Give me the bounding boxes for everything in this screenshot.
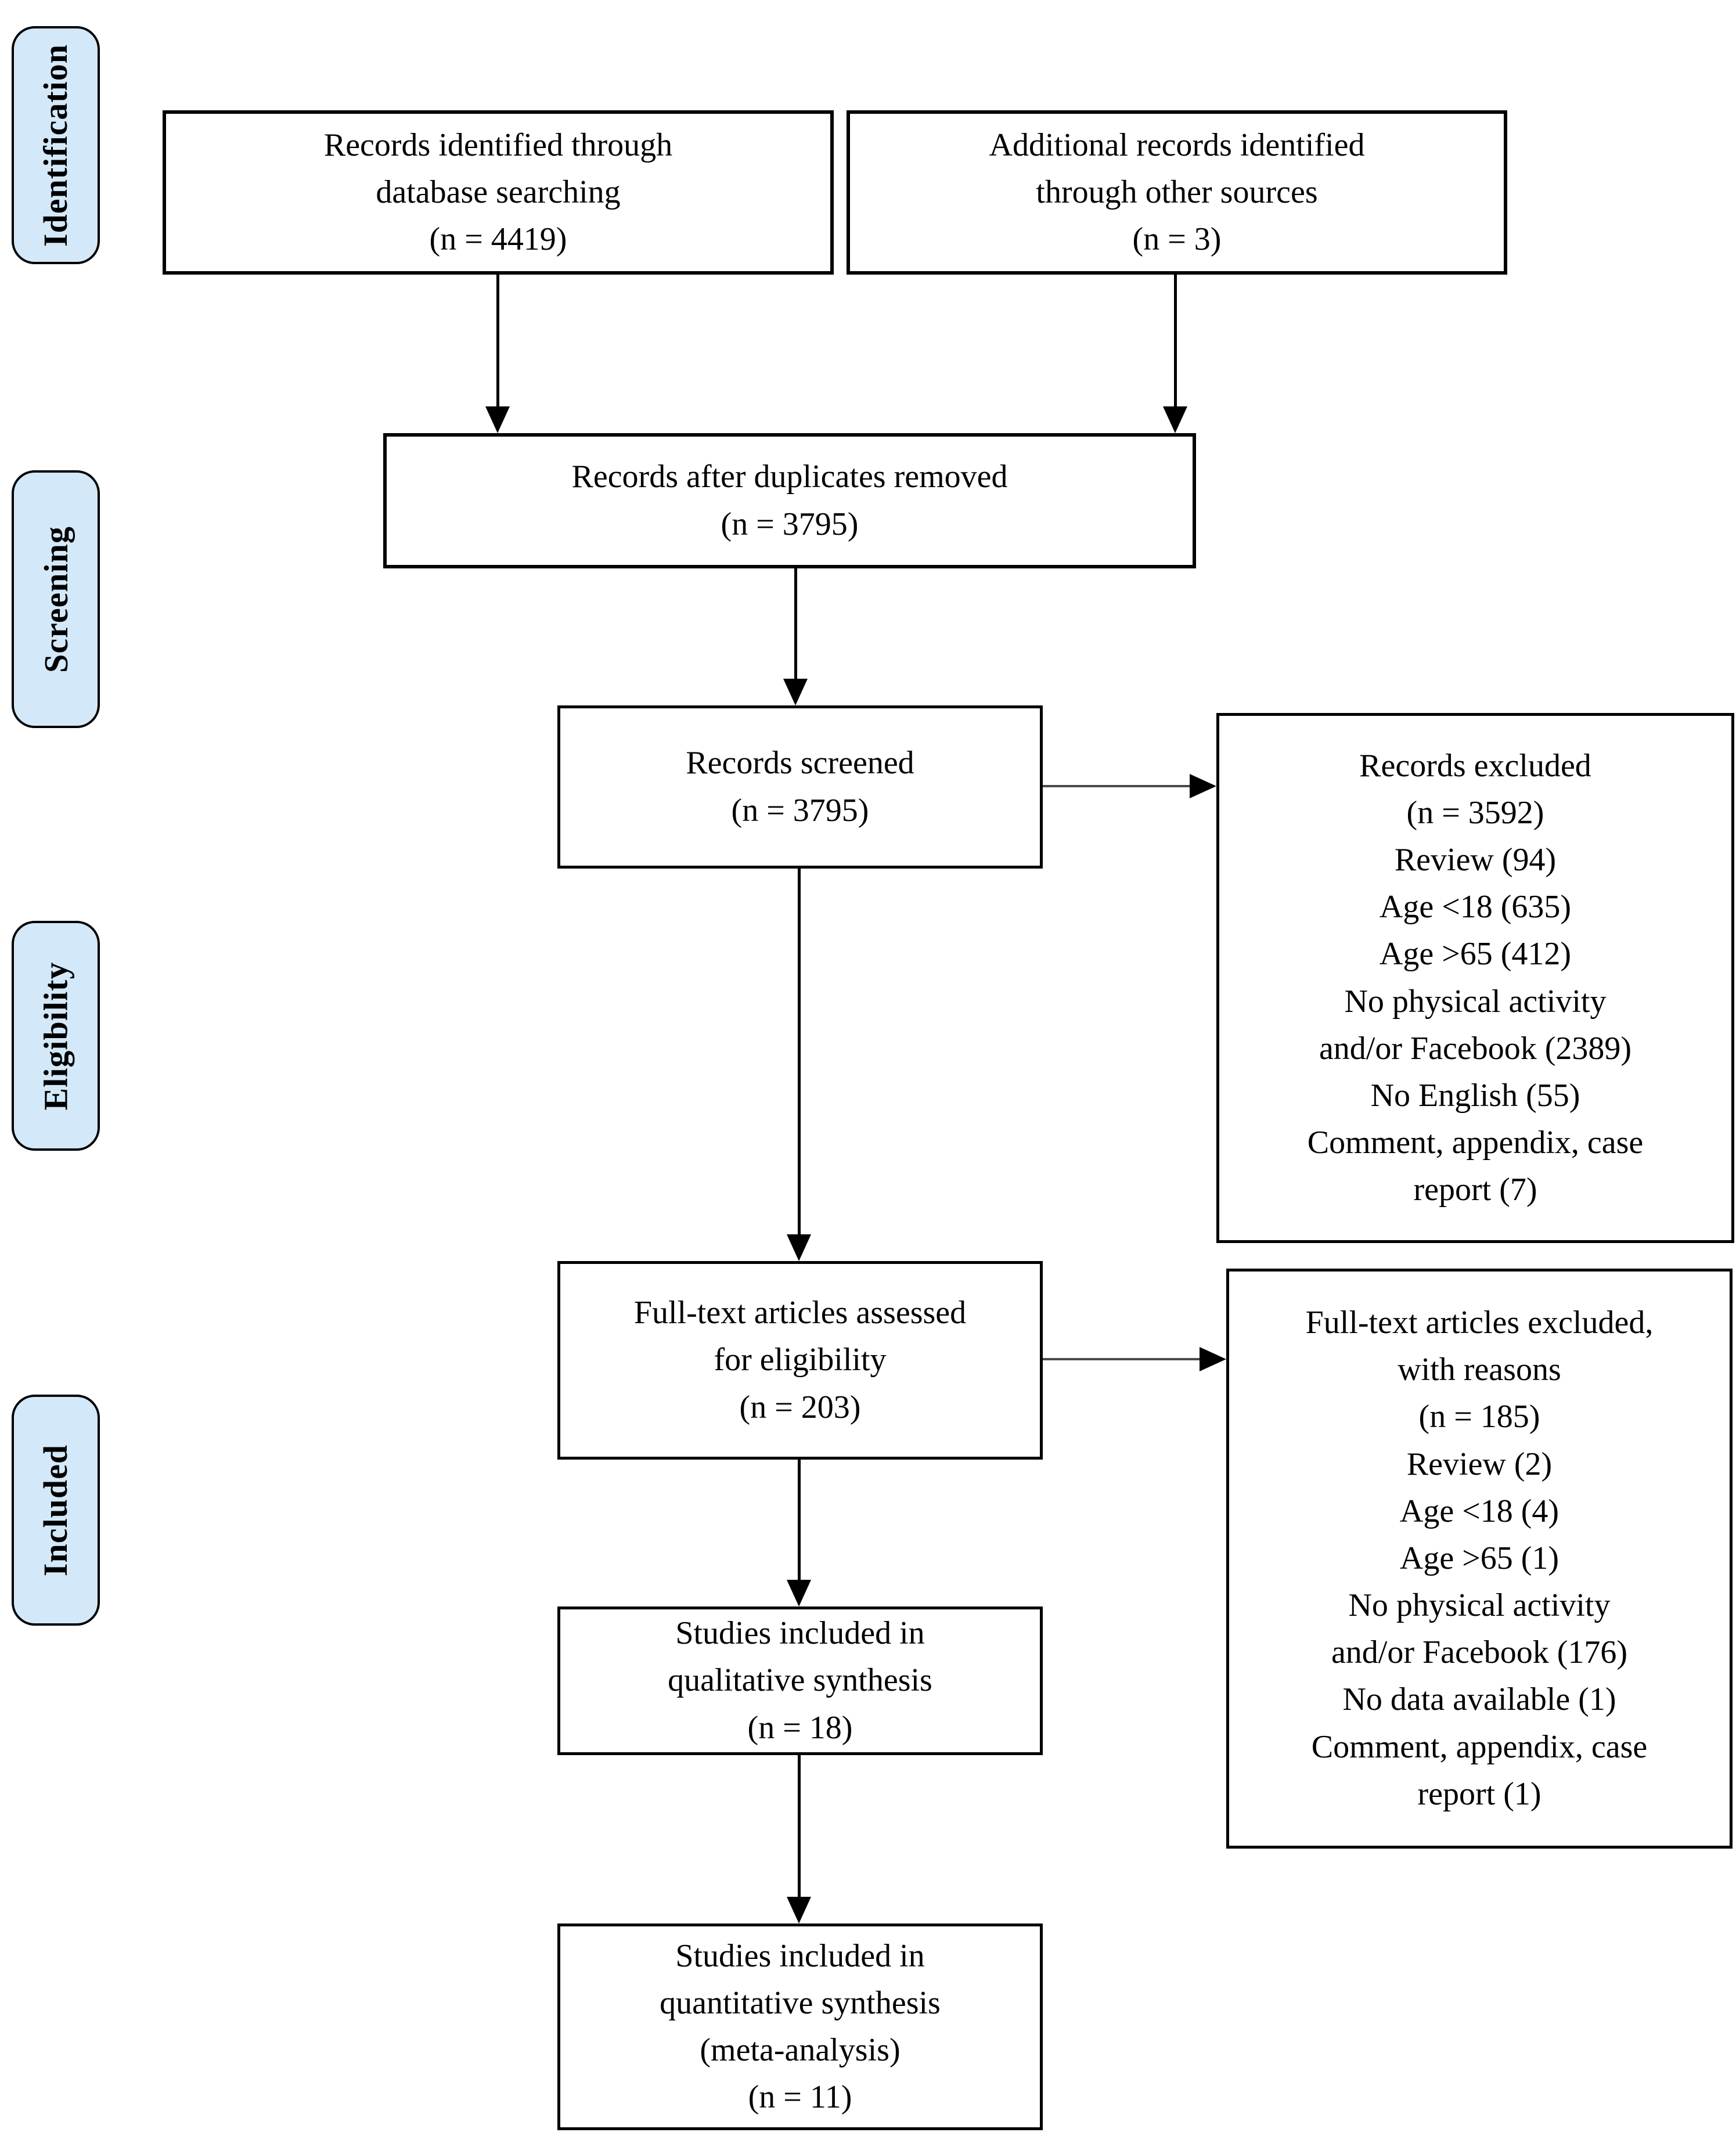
box-fulltext-excluded-text: Full-text articles excluded, with reason… [1305,1304,1654,1812]
stage-screening-label: Screening [37,525,75,673]
box-quantitative-synthesis: Studies included in quantitative synthes… [557,1924,1043,2130]
box-records-screened: Records screened (n = 3795) [557,705,1043,869]
arrowhead-fulltext-to-excluded [1200,1347,1226,1371]
box-fulltext-assessed-text: Full-text articles assessed for eligibil… [633,1295,967,1425]
arrowhead-deduplicated-to-screened [783,679,808,705]
connector-qualitative-to-quantitative [798,1755,801,1899]
arrowhead-identified-to-deduplicated [485,406,510,433]
stage-eligibility-label: Eligibility [37,961,75,1110]
arrowhead-screened-to-fulltext [787,1234,811,1261]
box-quantitative-synthesis-text: Studies included in quantitative synthes… [660,1937,941,2116]
stage-eligibility: Eligibility [12,921,100,1151]
box-qualitative-synthesis-text: Studies included in qualitative synthesi… [668,1615,932,1746]
connector-fulltext-to-excluded [1043,1358,1202,1360]
box-fulltext-excluded: Full-text articles excluded, with reason… [1226,1269,1733,1849]
box-records-identified: Records identified through database sear… [163,110,834,275]
box-duplicates-removed: Records after duplicates removed (n = 37… [383,433,1196,568]
connector-screened-to-excluded [1043,785,1193,787]
connector-deduplicated-to-screened [794,568,797,681]
box-additional-records: Additional records identified through ot… [847,110,1507,275]
box-records-identified-text: Records identified through database sear… [323,127,673,258]
stage-identification-label: Identification [37,44,75,247]
box-duplicates-removed-text: Records after duplicates removed (n = 37… [571,459,1008,542]
box-qualitative-synthesis: Studies included in qualitative synthesi… [557,1606,1043,1755]
box-records-excluded-text: Records excluded (n = 3592) Review (94) … [1307,747,1644,1208]
stage-included-label: Included [37,1444,75,1576]
arrowhead-fulltext-to-qualitative [787,1580,811,1606]
box-records-excluded: Records excluded (n = 3592) Review (94) … [1216,713,1734,1243]
arrowhead-qualitative-to-quantitative [787,1897,811,1924]
stage-screening: Screening [12,470,100,728]
arrowhead-screened-to-excluded [1190,774,1216,798]
box-fulltext-assessed: Full-text articles assessed for eligibil… [557,1261,1043,1460]
connector-screened-to-fulltext [798,868,801,1237]
connector-additional-to-deduplicated [1174,274,1177,409]
box-records-screened-text: Records screened (n = 3795) [686,745,914,829]
box-additional-records-text: Additional records identified through ot… [989,127,1365,258]
connector-identified-to-deduplicated [496,274,499,409]
connector-fulltext-to-qualitative [798,1459,801,1582]
arrowhead-additional-to-deduplicated [1163,406,1187,433]
stage-included: Included [12,1395,100,1626]
stage-identification: Identification [12,26,100,264]
